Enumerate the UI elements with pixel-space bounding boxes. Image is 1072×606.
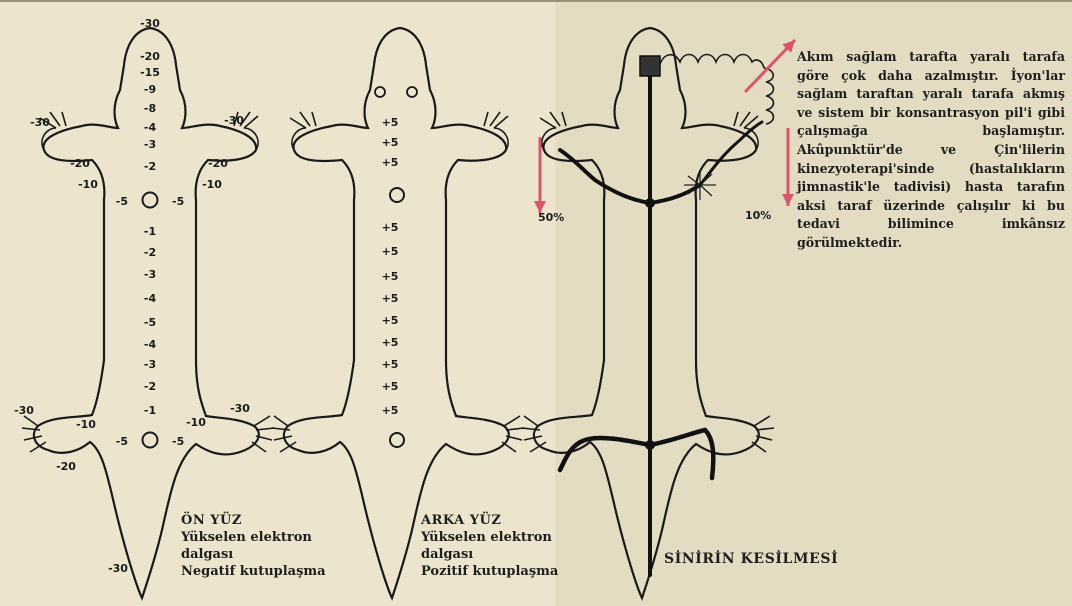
front-caption-line3: Negatif kutuplaşma [181, 563, 326, 580]
front-caption-line1: Yükselen elektron [181, 529, 326, 546]
front-spine-label: -8 [144, 102, 156, 115]
front-limb-label: -30 [224, 114, 244, 127]
front-limb-label: -20 [208, 157, 228, 170]
front-limb-label: -30 [14, 404, 34, 417]
front-caption: ÖN YÜZ Yükselen elektron dalgası Negatif… [181, 512, 326, 580]
front-spine-label: -3 [144, 268, 156, 281]
front-center-bottom-label-right: -5 [172, 435, 184, 448]
back-spine-label: +5 [382, 221, 399, 234]
front-spine-label: -2 [144, 246, 156, 259]
back-caption-line1: Yükselen elektron [421, 529, 558, 546]
front-limb-label: -30 [30, 116, 50, 129]
back-spine-label: +5 [382, 380, 399, 393]
nerve-caption: SİNİRİN KESİLMESİ [664, 551, 838, 567]
back-spine-label: +5 [382, 358, 399, 371]
back-spine-label: +5 [382, 116, 399, 129]
front-spine-label: -1 [144, 404, 156, 417]
front-spine-label: -5 [144, 316, 156, 329]
front-limb-label: -10 [186, 416, 206, 429]
front-spine-label: -1 [144, 225, 156, 238]
back-spine-label: +5 [382, 292, 399, 305]
front-spine-label: -4 [144, 292, 157, 305]
front-limb-label: -30 [108, 562, 128, 575]
front-limb-label: -20 [70, 157, 90, 170]
back-spine-label: +5 [382, 314, 399, 327]
front-spine-label: -2 [144, 160, 156, 173]
electrode-block [640, 56, 660, 76]
back-spine-label: +5 [382, 245, 399, 258]
back-caption-title: ARKA YÜZ [421, 512, 558, 529]
front-caption-line2: dalgası [181, 546, 326, 563]
nerve-junction-top [645, 198, 655, 208]
front-limb-label: -30 [230, 402, 250, 415]
front-limb-label: -10 [202, 178, 222, 191]
front-spine-label: -3 [144, 138, 156, 151]
back-spine-label: +5 [382, 336, 399, 349]
description-text: Akım sağlam tarafta yaralı tarafa göre ç… [797, 48, 1065, 253]
front-spine-label: -4 [144, 338, 157, 351]
back-spine-label: +5 [382, 270, 399, 283]
back-caption-line2: dalgası [421, 546, 558, 563]
back-caption: ARKA YÜZ Yükselen elektron dalgası Pozit… [421, 512, 558, 580]
back-caption-line3: Pozitif kutuplaşma [421, 563, 558, 580]
front-limb-label: -10 [78, 178, 98, 191]
front-spine-label: -3 [144, 358, 156, 371]
front-spine-label: -15 [140, 66, 160, 79]
nerve-left-value: 50% [538, 211, 564, 224]
nerve-right-value: 10% [745, 209, 771, 222]
front-spine-label: -2 [144, 380, 156, 393]
front-center-bottom-label-left: -5 [116, 435, 128, 448]
back-spine-label: +5 [382, 136, 399, 149]
front-limb-label: -10 [76, 418, 96, 431]
front-spine-label: -9 [144, 83, 156, 96]
front-caption-title: ÖN YÜZ [181, 512, 326, 529]
front-spine-label: -30 [140, 17, 160, 30]
front-center-top-label-left: -5 [116, 195, 128, 208]
front-limb-label: -20 [56, 460, 76, 473]
back-spine-label: +5 [382, 404, 399, 417]
front-spine-label: -20 [140, 50, 160, 63]
front-spine-label: -4 [144, 121, 157, 134]
back-spine-label: +5 [382, 156, 399, 169]
nerve-junction-bottom [645, 440, 655, 450]
front-center-top-label-right: -5 [172, 195, 184, 208]
